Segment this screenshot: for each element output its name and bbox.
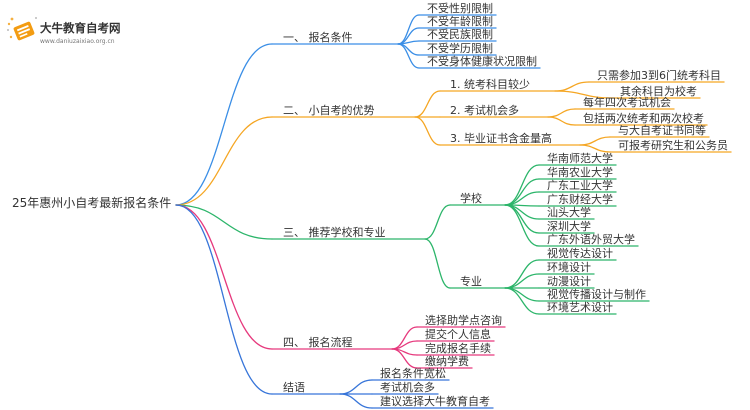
leaf-topic-label: 包括两次统考和两次校考 — [583, 111, 704, 125]
root-link — [175, 116, 273, 206]
root-topic: 25年惠州小自考最新报名条件 — [12, 195, 171, 210]
branch-registration-conditions: 一、 报名条件 不受性别限制 不受年龄限制 不受民族限制 不受学历限制 不受身体… — [175, 1, 541, 206]
leaf-topic-label: 建议选择大牛教育自考 — [380, 394, 490, 408]
link — [397, 14, 420, 45]
link — [504, 273, 540, 289]
branch-topic-label: 三、 推荐学校和专业 — [283, 225, 386, 239]
branch-registration-process: 四、 报名流程 选择助学点咨询 提交个人信息 完成报名手续 缴纳学费 — [175, 204, 506, 369]
branch-recommended-schools-majors: 三、 推荐学校和专业 学校 专业 华南师范大学 华南农业大学 广东工业大学 广东… — [175, 151, 650, 315]
branch-topic-label: 四、 报名流程 — [283, 335, 353, 349]
leaf-topic-label: 选择助学点咨询 — [425, 313, 502, 327]
branch-advantages: 二、 小自考的优势 1. 统考科目较少 2. 考试机会多 3. 毕业证书含金量高… — [175, 68, 732, 206]
root-link — [175, 43, 273, 206]
leaf-topic-label: 只需参加3到6门统考科目 — [597, 68, 721, 82]
leaf-topic-label: 缴纳学费 — [425, 354, 469, 368]
leaf-topic-label: 可报考研究生和公务员 — [618, 138, 728, 152]
leaf-topic-label: 不受民族限制 — [427, 27, 493, 41]
leaf-topic-label: 与大自考证书同等 — [618, 123, 706, 137]
link — [391, 348, 418, 369]
subtopic-label: 3. 毕业证书含金量高 — [450, 131, 552, 145]
branch-topic-label: 一、 报名条件 — [283, 30, 353, 44]
subtopic-label-schools: 学校 — [460, 191, 482, 205]
logo-url: www.daniuzaixiao.org.cn — [40, 38, 115, 45]
root-link — [175, 204, 273, 350]
leaf-topic-label: 广东外语外贸大学 — [547, 232, 635, 246]
logo-name: 大牛教育自考网 — [40, 21, 121, 35]
link — [547, 108, 576, 118]
leaf-topic-label: 每年四次考试机会 — [583, 95, 671, 109]
link — [579, 144, 611, 153]
link — [554, 81, 590, 92]
leaf-topic-label: 考试机会多 — [380, 380, 435, 394]
link — [414, 90, 441, 118]
leaf-topic-label: 不受学历限制 — [427, 41, 493, 55]
leaf-topic-label: 视觉传播设计与制作 — [547, 287, 646, 301]
root-link — [175, 204, 273, 395]
leaf-topic-label: 提交个人信息 — [425, 327, 491, 341]
leaf-topic-label: 报名条件宽松 — [380, 366, 446, 380]
leaf-topic-label: 环境设计 — [547, 260, 591, 274]
link — [424, 238, 451, 289]
leaf-topic-label: 汕头大学 — [547, 205, 591, 219]
link — [554, 90, 613, 99]
link — [547, 116, 576, 126]
link — [414, 116, 441, 146]
book-icon — [7, 17, 37, 41]
branch-topic-label: 结语 — [283, 381, 305, 394]
leaf-topic-label: 环境艺术设计 — [547, 300, 613, 314]
root-link — [175, 204, 273, 240]
leaf-topic-label: 华南师范大学 — [547, 151, 613, 165]
link — [504, 287, 540, 302]
leaf-topic-label: 动漫设计 — [547, 274, 591, 288]
leaf-topic-label: 广东财经大学 — [547, 192, 613, 206]
logo: 大牛教育自考网 www.daniuzaixiao.org.cn — [7, 17, 121, 45]
branch-conclusion: 结语 报名条件宽松 考试机会多 建议选择大牛教育自考 — [175, 204, 494, 409]
subtopic-label: 2. 考试机会多 — [450, 103, 519, 117]
leaf-topic-label: 深圳大学 — [547, 219, 591, 233]
leaf-topic-label: 其余科目为校考 — [620, 84, 697, 98]
link — [339, 379, 373, 395]
link — [424, 204, 451, 240]
link — [579, 136, 611, 146]
link — [397, 43, 420, 56]
subtopic-label-majors: 专业 — [460, 274, 482, 288]
leaf-topic-label: 广东工业大学 — [547, 178, 613, 192]
leaf-topic-label: 不受性别限制 — [427, 1, 493, 15]
link — [339, 393, 373, 409]
branch-topic-label: 二、 小自考的优势 — [283, 103, 375, 117]
link — [504, 204, 540, 247]
link — [397, 43, 420, 69]
leaf-topic-label: 不受年龄限制 — [427, 14, 493, 28]
leaf-topic-label: 不受身体健康状况限制 — [427, 54, 537, 68]
leaf-topic-label: 视觉传达设计 — [547, 246, 613, 260]
subtopic-label: 1. 统考科目较少 — [450, 77, 530, 91]
leaf-topic-label: 华南农业大学 — [547, 165, 613, 179]
leaf-topic-label: 完成报名手续 — [425, 341, 491, 355]
link — [504, 287, 540, 315]
